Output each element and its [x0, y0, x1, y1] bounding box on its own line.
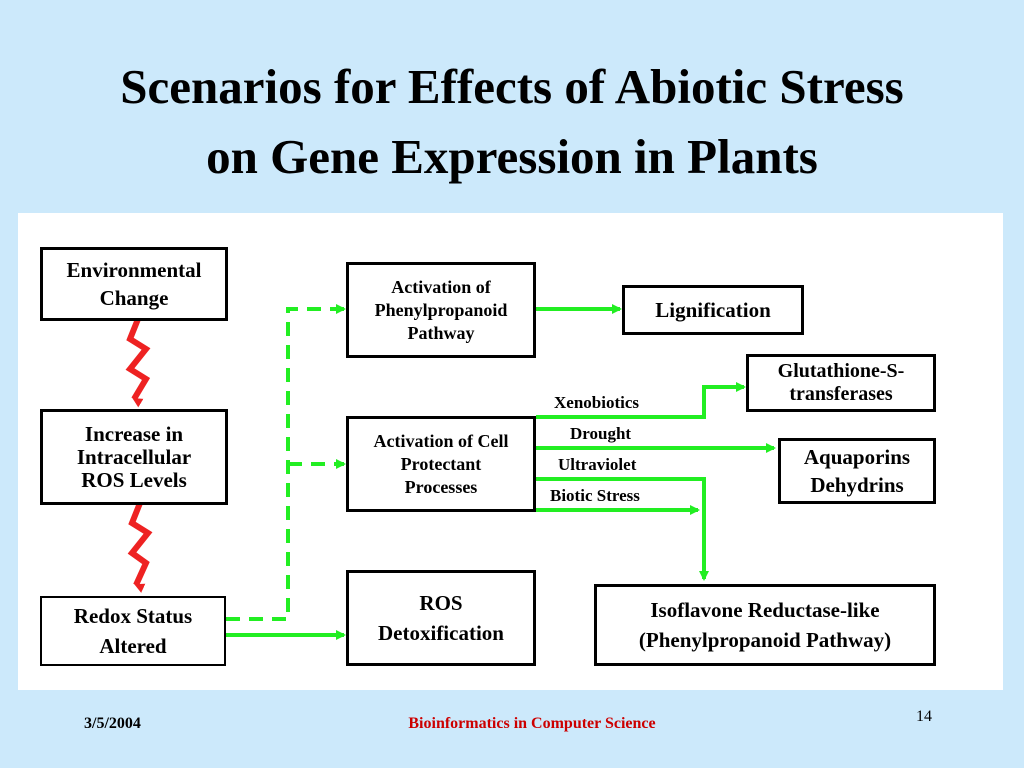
arrow-ultraviolet-isoflavone: [536, 477, 709, 581]
footer-date: 3/5/2004: [84, 715, 141, 732]
lignification-text: Lignification: [655, 297, 771, 322]
detox-line-1: ROS: [419, 591, 463, 615]
box-lignification: Lignification: [622, 285, 804, 335]
slide-title: Scenarios for Effects of Abiotic Stress …: [0, 52, 1024, 192]
lightning-bolt-1: [125, 317, 151, 408]
box-isoflavone: Isoflavone Reductase-like (Phenylpropano…: [594, 584, 936, 666]
label-biotic-stress: Biotic Stress: [550, 486, 640, 505]
box-aquaporins: Aquaporins Dehydrins: [778, 438, 936, 504]
gst-line-1: Glutathione-S-: [777, 360, 905, 382]
phenyl-line-1: Activation of: [391, 276, 491, 297]
ros-line-3: ROS Levels: [81, 467, 187, 492]
detox-line-2: Detoxification: [378, 621, 504, 645]
label-xenobiotics: Xenobiotics: [554, 393, 639, 412]
gst-line-2: transferases: [789, 383, 893, 405]
box-cell-protectant: Activation of Cell Protectant Processes: [346, 416, 536, 512]
label-ultraviolet: Ultraviolet: [558, 455, 637, 474]
phenyl-line-2: Phenylpropanoid: [374, 299, 508, 320]
redox-line-2: Altered: [99, 634, 167, 658]
box-ros-detoxification: ROS Detoxification: [346, 570, 536, 666]
lightning-bolt-2: [127, 501, 153, 593]
arrow-xenobiotics-gst: [536, 382, 746, 419]
env-line-2: Change: [99, 286, 169, 310]
box-ros-increase: Increase in Intracellular ROS Levels: [40, 409, 228, 505]
title-line-1: Scenarios for Effects of Abiotic Stress: [120, 59, 904, 114]
redox-line-1: Redox Status: [73, 604, 193, 628]
aqua-line-2: Dehydrins: [810, 473, 904, 497]
footer-course-title: Bioinformatics in Computer Science: [408, 715, 656, 732]
diagram-panel: Environmental Change Increase in Intrace…: [18, 213, 1003, 690]
protect-line-2: Protectant: [400, 453, 482, 474]
box-environmental-change: Environmental Change: [40, 247, 228, 321]
box-glutathione: Glutathione-S- transferases: [746, 354, 936, 412]
ros-line-1: Increase in: [84, 421, 184, 446]
phenyl-line-3: Pathway: [407, 322, 475, 343]
iso-line-2: (Phenylpropanoid Pathway): [638, 628, 892, 652]
title-line-2: on Gene Expression in Plants: [206, 129, 818, 184]
ros-line-2: Intracellular: [76, 444, 192, 469]
label-drought: Drought: [570, 424, 632, 443]
dashed-connector: [226, 304, 346, 621]
protect-line-3: Processes: [404, 476, 478, 497]
box-redox-status: Redox Status Altered: [40, 596, 226, 666]
env-line-1: Environmental: [66, 258, 202, 282]
iso-line-1: Isoflavone Reductase-like: [650, 598, 880, 622]
page-number: 14: [916, 708, 932, 725]
flow-diagram: [125, 304, 776, 640]
protect-line-1: Activation of Cell: [373, 430, 509, 451]
box-phenylpropanoid: Activation of Phenylpropanoid Pathway: [346, 262, 536, 358]
aqua-line-1: Aquaporins: [803, 445, 911, 469]
